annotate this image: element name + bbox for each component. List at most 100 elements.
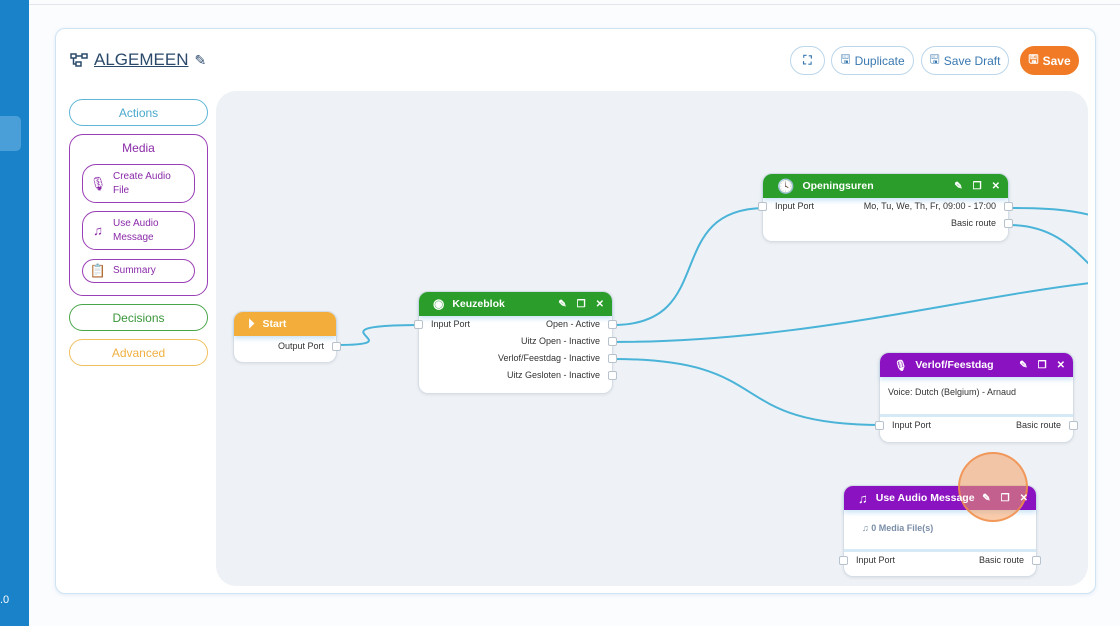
sidebar-active-item[interactable] bbox=[0, 116, 21, 151]
expand-icon: ⛶ bbox=[803, 53, 812, 67]
copy-icon[interactable]: ❐ bbox=[1000, 492, 1010, 504]
node-use-audio-message[interactable]: ♫ Use Audio Message ✎ ❐ ✕ ♫ 0 Media File(s)… bbox=[839, 485, 1041, 577]
output-port[interactable] bbox=[1004, 219, 1013, 228]
port-label: Input Port bbox=[431, 319, 471, 329]
version-label: .0 bbox=[0, 594, 10, 606]
input-port[interactable] bbox=[758, 202, 767, 211]
actions-category[interactable]: Actions bbox=[69, 99, 208, 126]
play-icon: ⏵ bbox=[248, 316, 255, 331]
fullscreen-button[interactable]: ⛶ bbox=[790, 46, 825, 75]
advanced-category[interactable]: Advanced bbox=[69, 339, 208, 366]
click-indicator bbox=[958, 452, 1028, 522]
port-label: Input Port bbox=[775, 201, 815, 211]
divider bbox=[29, 4, 1120, 5]
link-openingsuren-1 bbox=[1008, 207, 1088, 216]
duplicate-button[interactable]: 🖫Duplicate bbox=[831, 46, 914, 75]
port-label: Basic route bbox=[950, 218, 996, 228]
edit-icon[interactable]: ✎ bbox=[954, 180, 963, 192]
item-label: Use Audio Message bbox=[113, 217, 159, 243]
item-label: Summary bbox=[113, 265, 156, 276]
output-port[interactable] bbox=[1069, 421, 1078, 430]
music-icon: ♫ bbox=[858, 490, 868, 506]
flow-name[interactable]: ALGEMEEN bbox=[94, 50, 189, 69]
floppy-icon: 🖫 bbox=[840, 52, 851, 66]
node-verlof-feestdag[interactable]: 🎙Verlof/Feestdag ✎❐✕ Voice: Dutch (Belgi… bbox=[875, 352, 1078, 443]
duplicate-label: Duplicate bbox=[854, 53, 905, 68]
node-body: ♫ 0 Media File(s) bbox=[844, 510, 1036, 552]
node-title: Keuzeblok bbox=[452, 298, 505, 310]
port-label: Input Port bbox=[892, 420, 932, 430]
edit-pencil-icon[interactable]: ✎ bbox=[194, 51, 207, 68]
page-title: ALGEMEEN ✎ bbox=[70, 50, 206, 70]
port-label: Basic route bbox=[1015, 420, 1061, 430]
summary-item[interactable]: 📋 Summary bbox=[82, 259, 195, 283]
close-icon[interactable]: ✕ bbox=[595, 298, 604, 310]
sidebar bbox=[0, 0, 29, 626]
save-button[interactable]: 🖫Save bbox=[1020, 46, 1079, 75]
port-label: Uitz Gesloten - Inactive bbox=[506, 370, 600, 380]
connections bbox=[336, 207, 1088, 426]
media-count: 0 Media File(s) bbox=[871, 523, 934, 533]
port-label: Open - Active bbox=[545, 319, 600, 329]
link-open-openingsuren bbox=[612, 207, 767, 326]
save-draft-label: Save Draft bbox=[943, 53, 1001, 68]
link-verlof bbox=[612, 358, 884, 426]
node-header: 🕓 Openingsuren ✎ ❐ ✕ bbox=[763, 174, 1008, 198]
node-header: ♫ Use Audio Message ✎ ❐ ✕ bbox=[844, 486, 1036, 510]
output-port[interactable] bbox=[608, 337, 617, 346]
close-icon[interactable]: ✕ bbox=[991, 180, 1000, 192]
edit-icon[interactable]: ✎ bbox=[558, 298, 567, 310]
node-openingsuren[interactable]: 🕓 Openingsuren ✎ ❐ ✕ Input Port Mo, Tu, We, … bbox=[758, 173, 1013, 242]
node-start[interactable]: ⏵ Start Output Port bbox=[233, 311, 341, 363]
node-title: Openingsuren bbox=[802, 180, 874, 192]
link-start-keuzeblok bbox=[336, 324, 423, 346]
close-icon[interactable]: ✕ bbox=[1056, 359, 1065, 371]
create-audio-file-item[interactable]: 🎙 Create Audio File bbox=[82, 164, 195, 203]
port-label: Basic route bbox=[978, 555, 1024, 565]
output-port[interactable] bbox=[608, 354, 617, 363]
node-keuzeblok[interactable]: ◉ Keuzeblok ✎ ❐ ✕ Input Port Open - Active U… bbox=[414, 291, 617, 394]
clock-icon: 🕓 bbox=[777, 177, 795, 194]
port-label: Verlof/Feestdag - Inactive bbox=[497, 353, 600, 363]
item-label: Create Audio File bbox=[113, 170, 171, 196]
node-header: 🎙Verlof/Feestdag ✎❐✕ bbox=[880, 353, 1073, 377]
link-openingsuren-2 bbox=[1008, 224, 1088, 265]
save-label: Save bbox=[1042, 53, 1071, 68]
port-label: Input Port bbox=[856, 555, 896, 565]
output-port[interactable] bbox=[1032, 556, 1041, 565]
input-port[interactable] bbox=[414, 320, 423, 329]
link-uitzopen bbox=[612, 282, 1088, 343]
copy-icon[interactable]: ❐ bbox=[1037, 359, 1047, 371]
media-category: Media 🎙 Create Audio File ♫ Use Audio Mess… bbox=[69, 134, 208, 296]
floppy-icon: 🖫 bbox=[1028, 52, 1039, 66]
media-title[interactable]: Media bbox=[122, 141, 155, 155]
edit-icon[interactable]: ✎ bbox=[982, 492, 991, 504]
save-draft-button[interactable]: 🖫Save Draft bbox=[921, 46, 1009, 75]
microphone-icon: 🎙 bbox=[89, 175, 107, 191]
music-icon: ♫ bbox=[862, 523, 872, 533]
output-port[interactable] bbox=[1004, 202, 1013, 211]
node-title: Start bbox=[262, 318, 287, 330]
copy-icon[interactable]: ❐ bbox=[576, 298, 586, 310]
port-label: Mo, Tu, We, Th, Fr, 09:00 - 17:00 bbox=[863, 201, 996, 211]
clipboard-icon: 📋 bbox=[89, 263, 107, 278]
node-title: Verlof/Feestdag bbox=[915, 359, 994, 371]
edit-icon[interactable]: ✎ bbox=[1019, 359, 1028, 371]
music-icon: ♫ bbox=[93, 222, 103, 238]
toggle-icon: ◉ bbox=[433, 296, 445, 311]
output-port[interactable] bbox=[608, 371, 617, 380]
input-port[interactable] bbox=[839, 556, 848, 565]
node-title: Use Audio Message bbox=[875, 492, 975, 504]
input-port[interactable] bbox=[875, 421, 884, 430]
flow-icon bbox=[70, 53, 88, 67]
decisions-category[interactable]: Decisions bbox=[69, 304, 208, 331]
close-icon[interactable]: ✕ bbox=[1019, 492, 1028, 504]
node-header: ⏵ Start bbox=[234, 312, 336, 336]
use-audio-message-item[interactable]: ♫ Use Audio Message bbox=[82, 211, 195, 250]
port-label: Uitz Open - Inactive bbox=[520, 336, 600, 346]
copy-icon[interactable]: ❐ bbox=[972, 180, 982, 192]
output-port[interactable] bbox=[332, 342, 341, 351]
output-port[interactable] bbox=[608, 320, 617, 329]
node-body: Voice: Dutch (Belgium) - Arnaud bbox=[880, 377, 1073, 417]
port-label: Output Port bbox=[277, 341, 324, 351]
